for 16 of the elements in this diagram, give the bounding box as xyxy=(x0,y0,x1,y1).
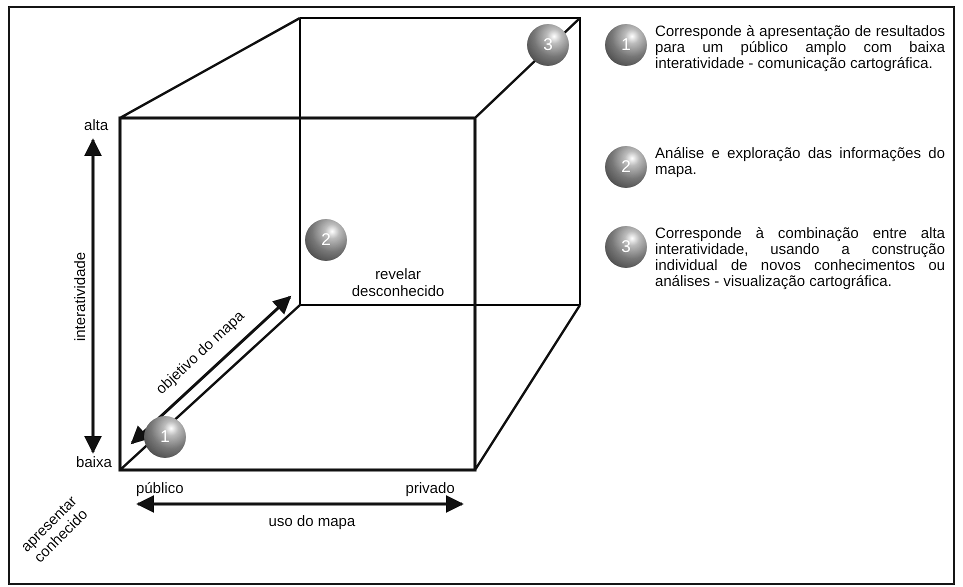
scale-label: revelar desconhecido xyxy=(350,266,446,300)
scale-label: privado xyxy=(406,480,455,496)
numbered-sphere: 3 xyxy=(527,24,569,66)
scale-label: público xyxy=(136,480,184,496)
axis-title: uso do mapa xyxy=(268,512,356,530)
scale-label: alta xyxy=(84,116,108,134)
axis-title: interatividade xyxy=(72,251,89,341)
description-text: Análise e exploração das informações do mapa. xyxy=(655,146,945,178)
numbered-sphere: 2 xyxy=(305,219,347,261)
numbered-sphere: 1 xyxy=(144,416,186,458)
numbered-sphere: 1 xyxy=(605,24,647,66)
numbered-sphere: 2 xyxy=(605,146,647,188)
description-text: Corresponde à apresentação de resultados para um público amplo com baixa interatividade - comunicação cartográfica. xyxy=(655,24,945,72)
description-text: Corresponde à combinação entre alta interatividade, usando a construção individual de novos conhecimentos ou análises - visualização cartográfica. xyxy=(655,226,945,290)
scale-label: baixa xyxy=(76,454,112,470)
numbered-sphere: 3 xyxy=(605,226,647,268)
